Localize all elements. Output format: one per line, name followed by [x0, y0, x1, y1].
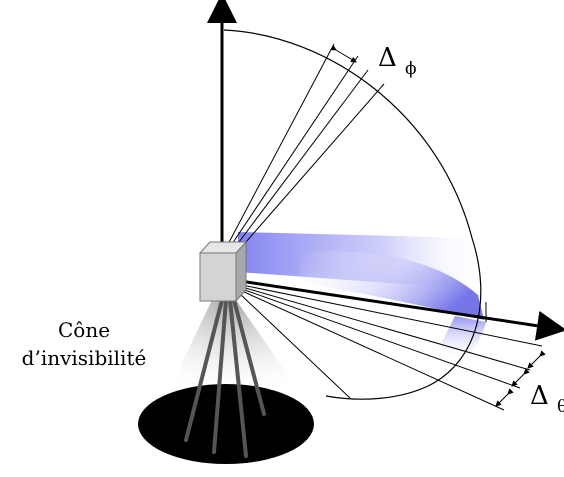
ray	[241, 284, 543, 347]
ray	[225, 43, 335, 249]
tripod-leg	[228, 298, 248, 458]
blue-shade-wedge	[300, 251, 484, 320]
cone-label-line2: d’invisibilité	[22, 346, 147, 370]
ground-shadow	[138, 384, 314, 464]
ray	[229, 69, 369, 255]
ray	[231, 83, 385, 259]
sensor-front-face	[199, 252, 237, 302]
outer-arc	[223, 29, 482, 400]
delta-theta-subscript: θ	[557, 397, 564, 417]
ray	[241, 290, 505, 411]
delta-theta-symbol: Δ	[530, 381, 549, 411]
cone-label-line1: Cône	[58, 318, 110, 342]
delta-phi-arrow	[330, 44, 357, 63]
delta-theta-label: Δ θ	[530, 381, 564, 417]
delta-phi-subscript: ϕ	[405, 59, 417, 79]
ray	[241, 288, 521, 389]
delta-theta-arrows	[495, 350, 546, 407]
upper-rays	[225, 43, 385, 259]
ray	[241, 286, 531, 371]
tripod-leg	[184, 298, 224, 442]
tripod-leg	[232, 298, 266, 416]
horizontal-axis	[239, 279, 564, 341]
sensor-cube	[198, 240, 248, 303]
lower-rays	[239, 284, 543, 411]
tripod-leg	[212, 298, 228, 454]
sensor-side-face	[235, 240, 247, 303]
tripod	[184, 298, 266, 458]
ray	[227, 55, 359, 251]
delta-phi-label: Δ ϕ	[378, 43, 417, 79]
delta-phi-symbol: Δ	[378, 43, 397, 73]
ray	[239, 293, 351, 399]
